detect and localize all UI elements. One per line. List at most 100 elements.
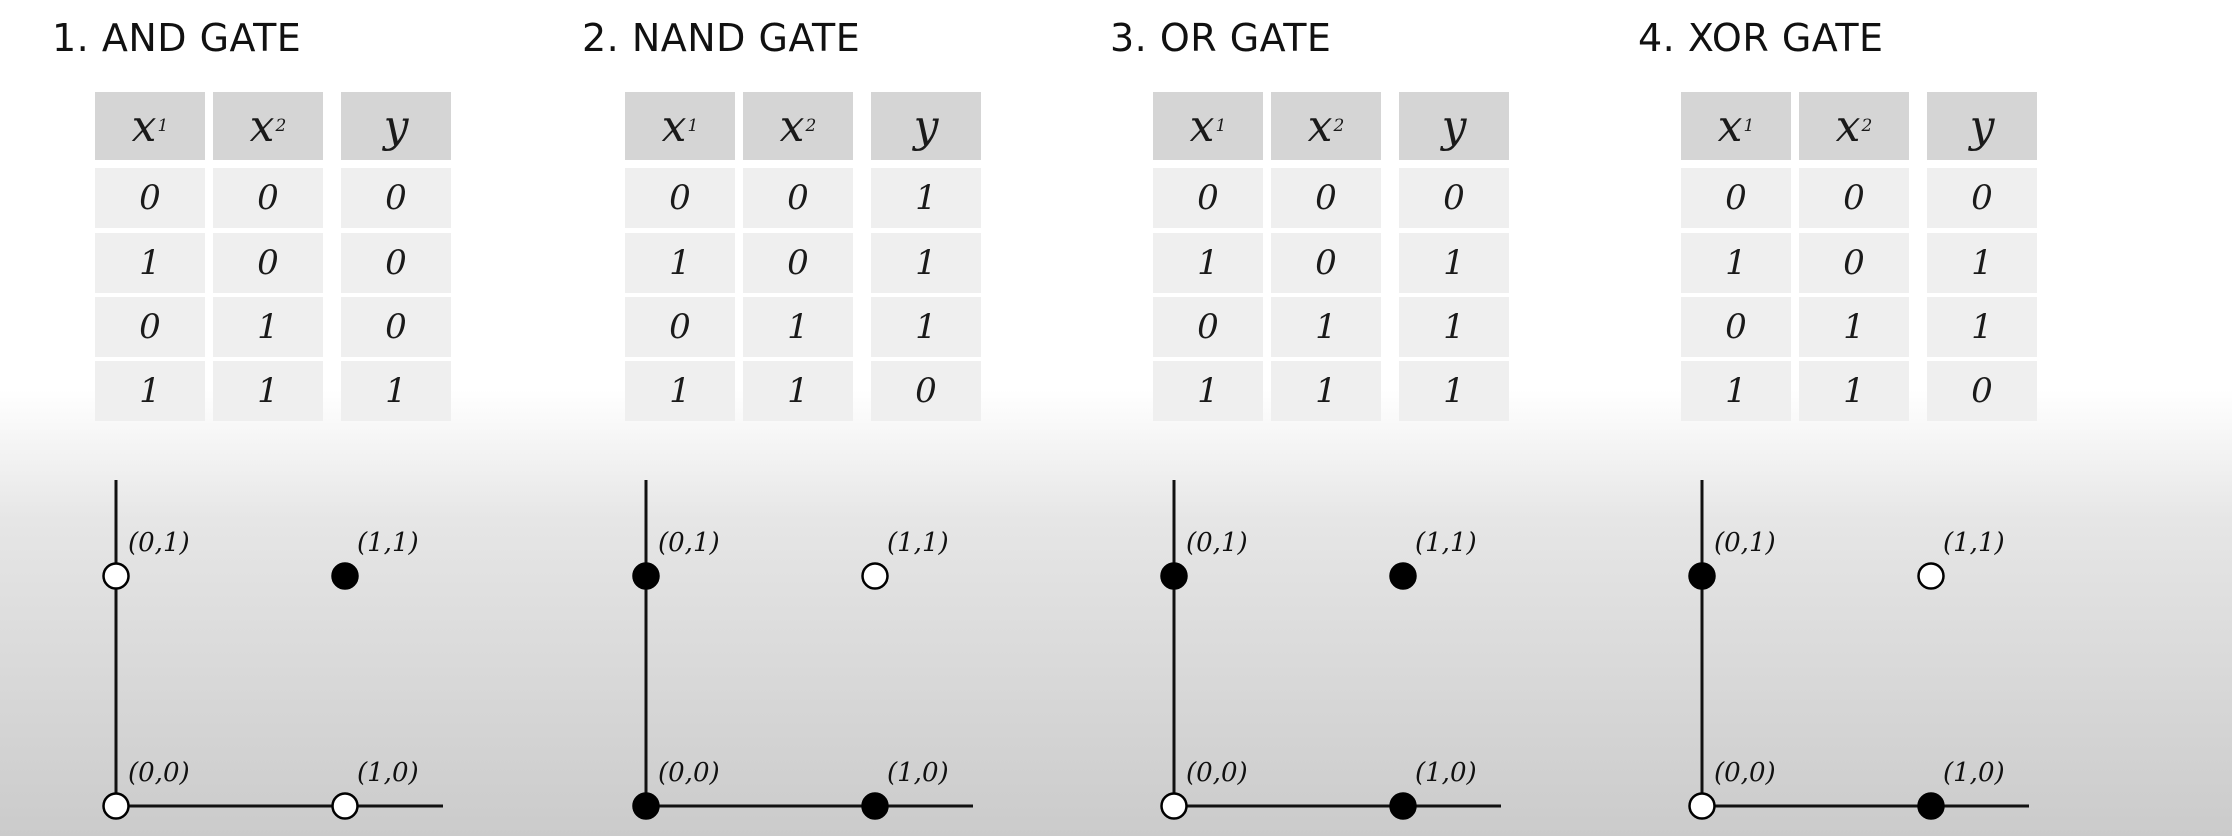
table-cell-x2: 0 [213,233,323,293]
table-cell-x2: 1 [1271,297,1381,357]
header-y-symbol: y [383,100,409,152]
table-cell-x1: 0 [95,297,205,357]
point-label: (0,1) [1186,528,1248,558]
point-label: (0,0) [128,758,190,788]
header-x1-symbol: x [1189,100,1215,152]
table-cell-x2: 1 [213,361,323,421]
table-cell-x1: 0 [95,168,205,228]
table-cell-y: 0 [341,168,451,228]
point-output-1 [1160,562,1188,590]
table-cell-x1: 0 [625,297,735,357]
header-y-symbol: y [1441,100,1467,152]
point-label: (0,1) [1714,528,1776,558]
header-y: y [1399,92,1509,160]
table-cell-x2: 0 [743,233,853,293]
point-label: (1,1) [1943,528,2005,558]
point-output-0 [1688,792,1716,820]
point-output-1 [632,562,660,590]
table-cell-x2: 1 [743,297,853,357]
table-cell-y: 0 [341,233,451,293]
table-cell-y: 1 [1927,297,2037,357]
point-label: (1,1) [357,528,419,558]
header-x2-subscript: 2 [1861,116,1873,136]
table-cell-x1: 1 [1681,361,1791,421]
table-cell-x1: 0 [1681,168,1791,228]
point-output-1 [1389,562,1417,590]
point-output-1 [1917,792,1945,820]
point-label: (1,1) [887,528,949,558]
header-y: y [871,92,981,160]
point-output-0 [102,562,130,590]
point-output-1 [1688,562,1716,590]
point-output-1 [331,562,359,590]
table-cell-x1: 0 [1681,297,1791,357]
point-label: (1,0) [357,758,419,788]
table-cell-x1: 1 [1153,233,1263,293]
table-cell-y: 1 [871,297,981,357]
gate-title: 1. AND GATE [52,16,302,60]
point-output-0 [861,562,889,590]
table-cell-x1: 1 [625,233,735,293]
table-cell-y: 1 [1927,233,2037,293]
table-cell-y: 1 [1399,297,1509,357]
table-cell-x2: 1 [1799,361,1909,421]
table-cell-y: 0 [1927,361,2037,421]
table-cell-x2: 0 [1799,233,1909,293]
table-cell-y: 0 [1399,168,1509,228]
header-y: y [341,92,451,160]
table-cell-x1: 1 [1153,361,1263,421]
table-cell-y: 1 [1399,361,1509,421]
header-y-symbol: y [913,100,939,152]
header-x1-symbol: x [1717,100,1743,152]
point-label: (0,0) [658,758,720,788]
table-cell-x1: 1 [95,361,205,421]
point-label: (0,1) [658,528,720,558]
header-y: y [1927,92,2037,160]
point-output-0 [1160,792,1188,820]
header-x1-subscript: 1 [157,116,169,136]
header-x2-subscript: 2 [805,116,817,136]
header-y-symbol: y [1969,100,1995,152]
point-output-0 [1917,562,1945,590]
header-x2-symbol: x [1307,100,1333,152]
header-x1-subscript: 1 [1215,116,1227,136]
table-cell-x1: 1 [625,361,735,421]
table-cell-y: 0 [1927,168,2037,228]
table-cell-x2: 1 [743,361,853,421]
table-cell-x1: 1 [95,233,205,293]
header-x1-symbol: x [661,100,687,152]
point-label: (1,0) [1943,758,2005,788]
point-label: (0,0) [1714,758,1776,788]
table-cell-y: 1 [871,233,981,293]
header-x1-symbol: x [131,100,157,152]
point-output-0 [102,792,130,820]
header-x1-subscript: 1 [687,116,699,136]
gate-title: 3. OR GATE [1110,16,1332,60]
point-label: (1,1) [1415,528,1477,558]
header-x2-symbol: x [1835,100,1861,152]
table-cell-x2: 0 [743,168,853,228]
table-cell-x1: 1 [1681,233,1791,293]
table-cell-x1: 0 [1153,168,1263,228]
point-output-1 [861,792,889,820]
point-label: (0,0) [1186,758,1248,788]
table-cell-y: 1 [341,361,451,421]
gate-title: 4. XOR GATE [1638,16,1884,60]
point-output-1 [1389,792,1417,820]
table-cell-x2: 0 [1271,233,1381,293]
header-x2-subscript: 2 [1333,116,1345,136]
table-cell-x2: 0 [1799,168,1909,228]
table-cell-y: 0 [341,297,451,357]
table-cell-y: 1 [1399,233,1509,293]
table-cell-x2: 1 [1271,361,1381,421]
